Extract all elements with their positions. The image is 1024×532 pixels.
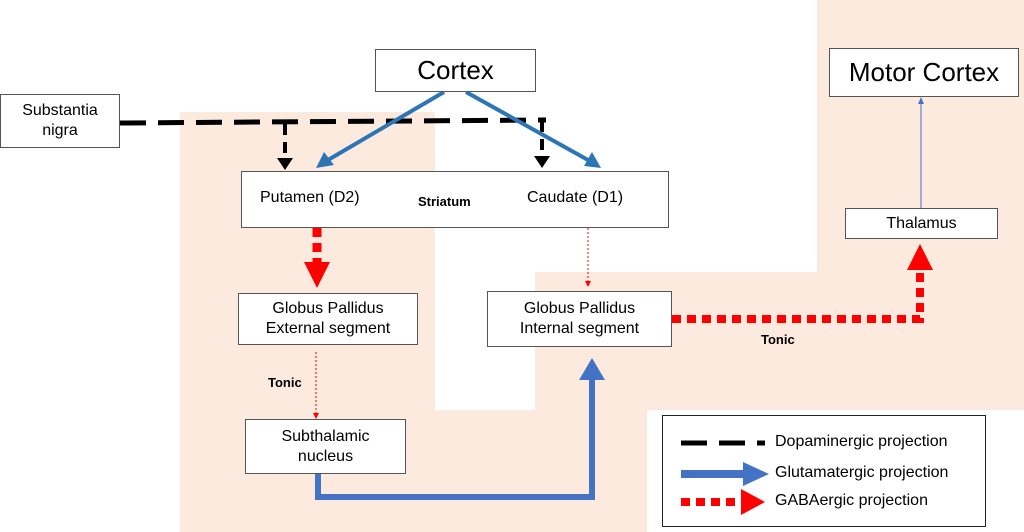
node-thalamus: Thalamus	[845, 208, 998, 239]
cortical-glutamatergic-arrows	[316, 90, 601, 168]
glutamatergic-stn-to-gpi	[315, 358, 605, 500]
legend-dopaminergic-label: Dopaminergic projection	[775, 433, 948, 450]
legend-glutamatergic-swatch	[681, 462, 769, 486]
legend-gabaergic-swatch	[681, 489, 765, 515]
node-putamen-label: Putamen (D2)	[260, 189, 360, 206]
node-gpe-line-1: Globus Pallidus	[272, 300, 384, 317]
node-thalamus-label: Thalamus	[886, 214, 957, 232]
node-motor-cortex: Motor Cortex	[829, 48, 1019, 97]
node-substantia-nigra-line-2: nigra	[42, 122, 78, 139]
legend-gabaergic-label: GABAergic projection	[775, 492, 928, 509]
shade-bottom-band	[435, 410, 647, 532]
dopaminergic-arrows	[119, 117, 550, 170]
node-globus-pallidus-external: Globus Pallidus External segment	[238, 293, 418, 345]
glutamatergic-thalamus-to-motor	[918, 97, 924, 208]
gaba-gpe-to-stn	[313, 352, 319, 419]
node-caudate-label: Caudate (D1)	[527, 189, 624, 206]
node-substantia-nigra: Substantia nigra	[0, 94, 120, 148]
node-stn-line-2: nucleus	[297, 447, 354, 465]
gaba-caudate-to-gpi	[585, 228, 591, 287]
node-cortex: Cortex	[375, 49, 536, 92]
node-gpe-line-2: External segment	[265, 320, 391, 337]
node-gpi-line-2: Internal segment	[519, 320, 640, 337]
legend-glutamatergic-label: Glutamatergic projection	[775, 464, 949, 481]
node-subthalamic-nucleus: Subthalamic nucleus	[245, 419, 406, 474]
legend-dopaminergic-swatch	[681, 440, 765, 446]
node-stn-line-1: Subthalamic	[281, 427, 370, 445]
node-gpi-line-1: Globus Pallidus	[523, 300, 636, 317]
annotation-tonic-left: Tonic	[268, 375, 302, 390]
node-cortex-label: Cortex	[417, 55, 494, 85]
node-globus-pallidus-internal: Globus Pallidus Internal segment	[487, 291, 672, 347]
gaba-putamen-to-gpe	[304, 228, 330, 288]
node-striatum-label: Striatum	[418, 194, 471, 209]
gaba-gpi-to-thalamus	[672, 244, 933, 323]
annotation-tonic-right: Tonic	[761, 332, 795, 347]
node-motor-cortex-label: Motor Cortex	[848, 57, 1000, 87]
legend: Dopaminergic projection Glutamatergic pr…	[662, 415, 986, 527]
node-substantia-nigra-line-1: Substantia	[22, 102, 98, 119]
node-striatum	[241, 171, 669, 228]
